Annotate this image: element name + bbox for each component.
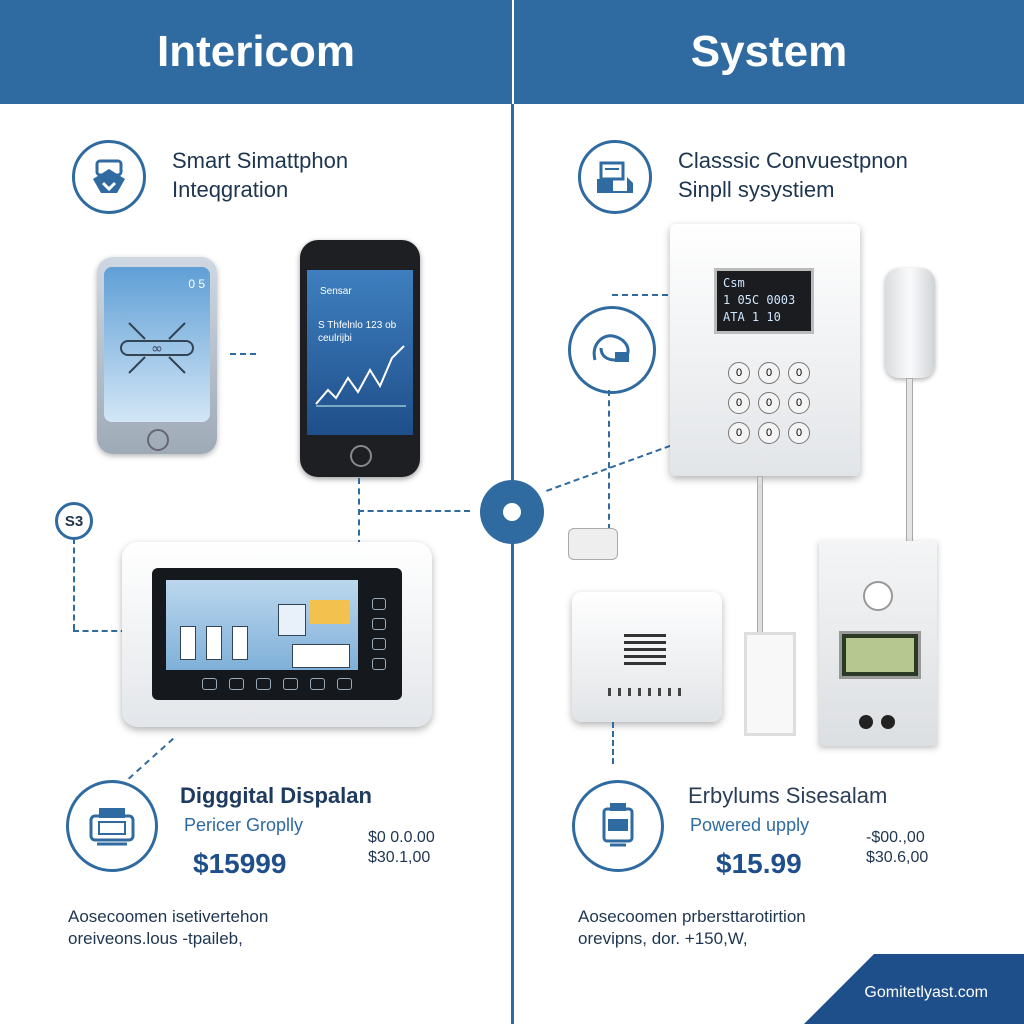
digital-display-tablet: [122, 542, 432, 727]
center-divider: [511, 104, 514, 1024]
keypad-key[interactable]: 0: [788, 422, 810, 444]
right-small-price-2: $30.6,00: [866, 849, 929, 866]
phone-handset-icon: [568, 306, 656, 394]
connector-phone-down: [358, 478, 360, 546]
power-supply-icon: [572, 780, 664, 872]
left-description: Aosecoomen isetivertehon oreiveons.lous …: [68, 906, 268, 950]
left-feature-title-line1: Smart Simattphon: [172, 148, 349, 173]
right-product-title: Erbylums Sisesalam: [688, 783, 888, 808]
right-feature-title-line1: Classsic Convuestpnon: [678, 148, 908, 173]
door-contact: [744, 632, 796, 736]
right-desc-line1: Aosecoomen prbersttarotirtion: [578, 907, 806, 926]
left-small-price-1: $0 0.0.00: [368, 829, 435, 846]
keypad-key[interactable]: 0: [758, 422, 780, 444]
keypad-key[interactable]: 0: [758, 362, 780, 384]
handset-cable: [906, 378, 913, 548]
lcd-line3: ATA 1 10: [723, 310, 781, 324]
left-feature-title: Smart Simattphon Inteqgration: [172, 146, 348, 204]
keypad-key[interactable]: 0: [728, 392, 750, 414]
footer-website-link[interactable]: Gomitetlyast.com: [864, 984, 988, 1001]
left-feature-title-line2: Inteqgration: [172, 177, 289, 202]
right-desc-line2: orevipns, dor. +150,W,: [578, 929, 748, 948]
connector-right-top: [612, 294, 668, 296]
smart-integration-icon: [72, 140, 146, 214]
right-small-prices: -$00.,00 $30.6,00: [866, 828, 928, 868]
left-small-prices: $0 0.0.00 $30.1,00: [368, 828, 435, 868]
right-product-subtitle: Powered upply: [690, 815, 810, 835]
lcd-line1: Csm: [723, 276, 745, 290]
phone-status-text: 0 5: [188, 277, 205, 291]
left-desc-line1: Aosecoomen isetivertehon: [68, 907, 269, 926]
smartphone-dark: Sensar S Thfelnlo 123 ob ceulrijbi: [300, 240, 420, 477]
badge-s3-text: S3: [64, 512, 84, 530]
keypad-key[interactable]: 0: [788, 392, 810, 414]
right-feature-title-line2: Sinpll sysystiem: [678, 177, 835, 202]
phone-line-chart: [315, 345, 406, 407]
lcd-display: Csm 1 05C 0003 ATA 1 10: [714, 268, 814, 334]
cable: [757, 476, 763, 634]
power-unit-screen: [839, 631, 921, 679]
arrow-phone-link: [230, 353, 256, 355]
hub-node-icon: [480, 480, 544, 544]
connector-right-down: [608, 390, 610, 530]
keypad: 0 0 0 0 0 0 0 0 0: [728, 362, 810, 444]
left-product-subtitle: Pericer Groplly: [184, 815, 304, 835]
header-left: Intericom: [0, 0, 512, 104]
lcd-line2: 1 05C 0003: [723, 293, 796, 307]
badge-s3: S3: [55, 502, 93, 540]
connector-badge-right: [73, 630, 165, 632]
left-small-price-2: $30.1,00: [368, 849, 431, 866]
handset: [885, 268, 935, 378]
left-price: $15999: [193, 848, 287, 879]
phone-chart-label-1: S Thfelnlo 123 ob: [318, 320, 397, 331]
keypad-key[interactable]: 0: [728, 422, 750, 444]
speaker-grille: [624, 634, 666, 668]
left-desc-line2: oreiveons.lous -tpaileb,: [68, 929, 243, 948]
connector-badge-down: [73, 538, 75, 630]
smartphone-light: 0 5 ∞: [97, 257, 217, 454]
digital-display-icon: [66, 780, 158, 872]
keypad-key[interactable]: 0: [788, 362, 810, 384]
svg-text:∞: ∞: [151, 341, 163, 357]
connector-to-hub: [358, 510, 470, 512]
connector-tablet-to-icon: [128, 737, 174, 780]
intercom-wall-panel: Csm 1 05C 0003 ATA 1 10 0 0 0 0 0 0 0 0 …: [670, 224, 860, 476]
header-left-title: Intericom: [156, 27, 356, 76]
header-right: System: [514, 0, 1024, 104]
left-product-title: Digggital Dispalan: [180, 783, 372, 808]
header-right-title: System: [690, 27, 848, 76]
connector-speaker-down: [612, 722, 614, 764]
right-feature-title: Classsic Convuestpnon Sinpll sysystiem: [678, 146, 908, 204]
speaker-box: [572, 592, 722, 722]
right-description: Aosecoomen prbersttarotirtion orevipns, …: [578, 906, 806, 950]
power-unit: [819, 541, 937, 746]
classic-system-icon: [578, 140, 652, 214]
right-small-price-1: -$00.,00: [866, 829, 925, 846]
phone-app-title: Sensar: [320, 286, 352, 297]
keypad-key[interactable]: 0: [728, 362, 750, 384]
right-price: $15.99: [716, 848, 802, 879]
link-icon: ∞: [120, 322, 194, 374]
keypad-key[interactable]: 0: [758, 392, 780, 414]
phone-chart-label-2: ceulrijbi: [318, 333, 352, 344]
power-plug: [568, 528, 618, 560]
